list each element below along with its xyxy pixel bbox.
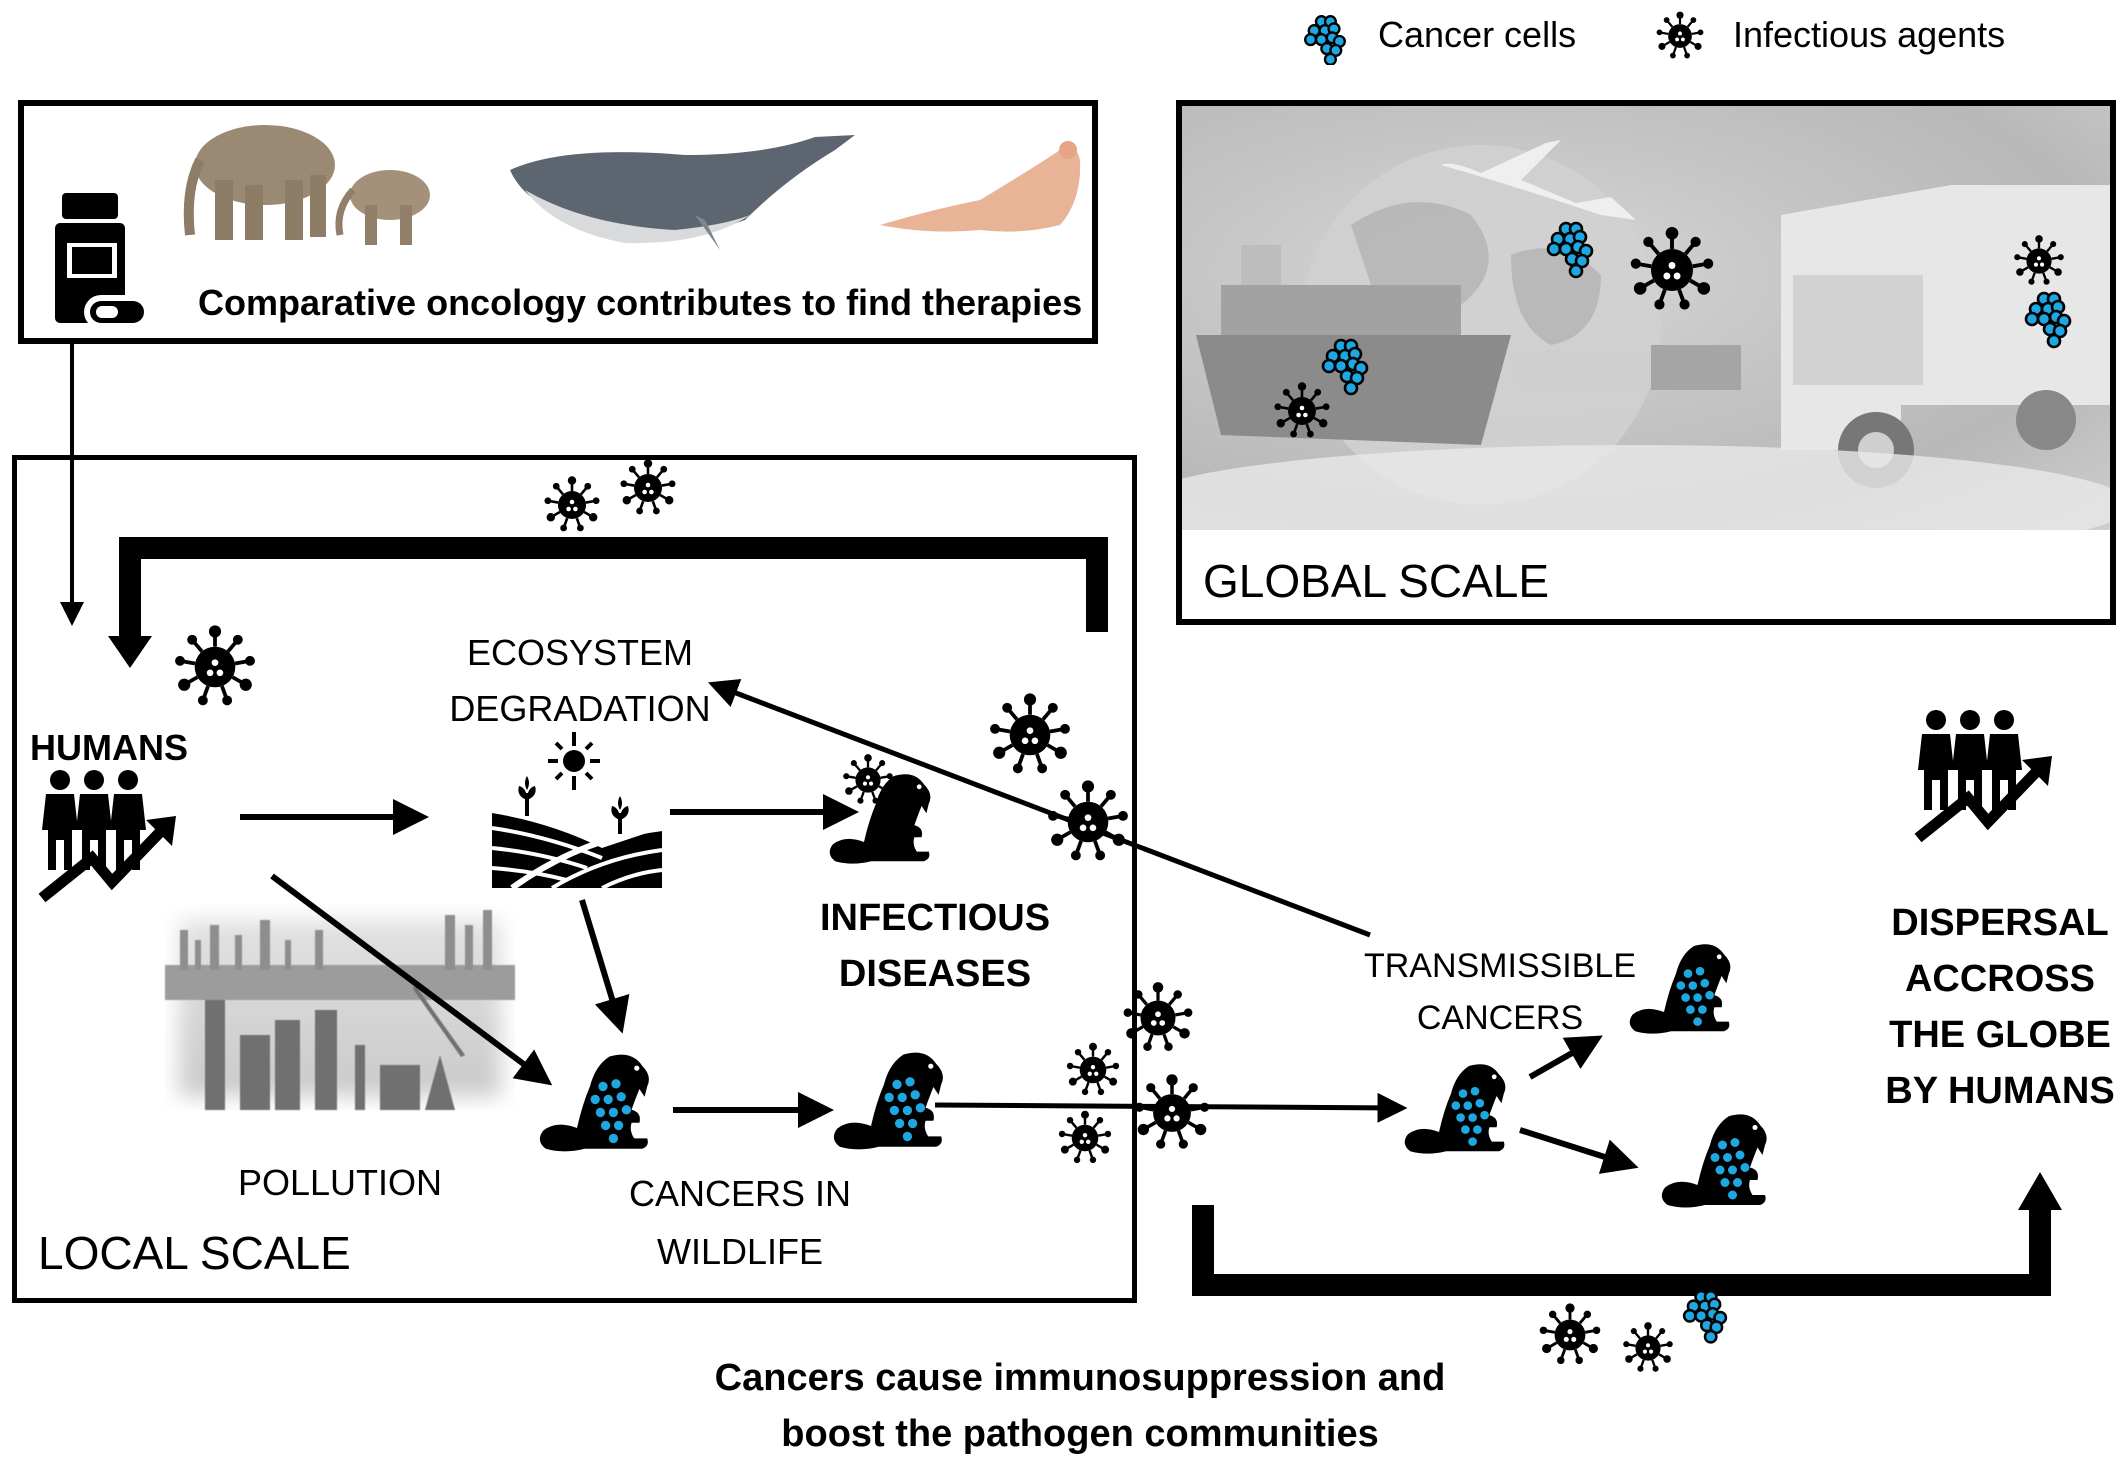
comparative-oncology-caption: Comparative oncology contributes to find…	[198, 282, 1083, 323]
cancer-beaver-1	[539, 1054, 649, 1152]
virus-icon	[1274, 382, 1330, 438]
elephant-photo	[183, 125, 430, 245]
bottom-caption-line1: Cancers cause immunosuppression and	[714, 1357, 1446, 1399]
cancer-cells-icon	[1546, 221, 1594, 279]
dispersal-label: DISPERSAL ACCROSS THE GLOBE BY HUMANS	[1870, 895, 2128, 1119]
feedback-bracket-top	[119, 537, 1108, 640]
feedback-bracket-arrowhead	[108, 636, 152, 668]
virus-icon	[1048, 780, 1128, 861]
ecosystem-degradation-label: ECOSYSTEM DEGRADATION	[430, 625, 730, 737]
cancers-in-wildlife-line2: WILDLIFE	[656, 1231, 824, 1272]
transmissible-cancers-label: TRANSMISSIBLE CANCERS	[1350, 940, 1650, 1044]
ecosystem-degradation-line1: ECOSYSTEM	[466, 632, 694, 673]
virus-icon	[1123, 982, 1193, 1052]
dispersal-line4: BY HUMANS	[1885, 1070, 2115, 1112]
global-scale-title: GLOBAL SCALE	[1203, 555, 1550, 607]
humans-growth-icon	[38, 770, 176, 903]
naked-mole-rat-photo	[880, 141, 1081, 232]
dispersal-line2: ACCROSS	[1904, 958, 2096, 1000]
transmissible-cancers-line2: CANCERS	[1416, 999, 1584, 1037]
virus-icon	[1539, 1303, 1601, 1365]
ecosystem-to-cancer-arrow	[579, 899, 630, 1034]
global-scale-panel	[1176, 100, 2116, 625]
transmissible-to-ecosystem-arrow	[707, 679, 1371, 938]
local-scale-panel	[12, 455, 1137, 1303]
dispersal-line3: THE GLOBE	[1889, 1014, 2111, 1056]
dispersal-line1: DISPERSAL	[1891, 902, 2109, 944]
transmissible-beaver-source	[1404, 1064, 1506, 1154]
humans-to-cancer-arrow	[270, 873, 553, 1086]
virus-icon	[175, 625, 255, 706]
legend-infectious-agents-label: Infectious agents	[1733, 14, 2006, 55]
humans-label: HUMANS	[30, 727, 188, 768]
transport-collage-photo	[1181, 105, 2111, 530]
pollution-label: POLLUTION	[237, 1162, 443, 1203]
cancer-cells-icon	[1321, 338, 1369, 396]
transmissible-cancers-line1: TRANSMISSIBLE	[1363, 947, 1637, 985]
dispersal-bracket-arrowhead	[2018, 1172, 2062, 1210]
infectious-diseases-line2: DISEASES	[838, 953, 1032, 995]
ecosystem-degradation-line2: DEGRADATION	[449, 688, 711, 729]
whale-photo	[510, 135, 855, 250]
virus-icon	[1623, 1322, 1673, 1372]
cancer-cells-icon	[1304, 15, 1346, 65]
cancers-in-wildlife-line1: CANCERS IN	[628, 1173, 852, 1214]
transmissible-beaver-down	[1661, 1114, 1767, 1208]
dispersal-bracket	[1192, 1205, 2051, 1296]
virus-icon	[1134, 1074, 1210, 1149]
local-scale-title: LOCAL SCALE	[38, 1227, 351, 1279]
virus-icon	[843, 754, 893, 804]
virus-icon	[1066, 1042, 1120, 1096]
humans-growth-icon-dispersal	[1914, 710, 2052, 843]
bottom-caption-line2: boost the pathogen communities	[781, 1413, 1379, 1455]
infectious-diseases-line1: INFECTIOUS	[819, 897, 1051, 939]
transmissible-split-down-arrow	[1519, 1127, 1639, 1174]
virus-icon	[2014, 235, 2064, 285]
virus-icon	[1058, 1110, 1112, 1164]
pill-bottle-icon	[55, 193, 150, 325]
comparative-oncology-panel	[18, 100, 1098, 344]
cancer-cells-icon	[2024, 291, 2072, 349]
infectious-diseases-label: INFECTIOUS DISEASES	[800, 890, 1070, 1002]
pollution-photo	[165, 905, 515, 1110]
virus-icon	[990, 693, 1070, 774]
cancer-cells-icon	[1682, 1289, 1728, 1344]
transmissible-split-up-arrow	[1528, 1035, 1603, 1080]
cancer-beaver-2	[833, 1052, 943, 1150]
virus-icon	[1656, 11, 1704, 59]
legend-cancer-cells-label: Cancer cells	[1378, 14, 1577, 55]
virus-icon	[620, 459, 676, 515]
virus-icon	[544, 476, 600, 532]
virus-icon	[1630, 226, 1714, 310]
degraded-field-icon	[491, 732, 663, 891]
cancers-in-wildlife-label: CANCERS IN WILDLIFE	[600, 1165, 880, 1281]
bottom-caption: Cancers cause immunosuppression and boos…	[580, 1350, 1580, 1460]
transmissible-beaver-up	[1629, 944, 1731, 1034]
